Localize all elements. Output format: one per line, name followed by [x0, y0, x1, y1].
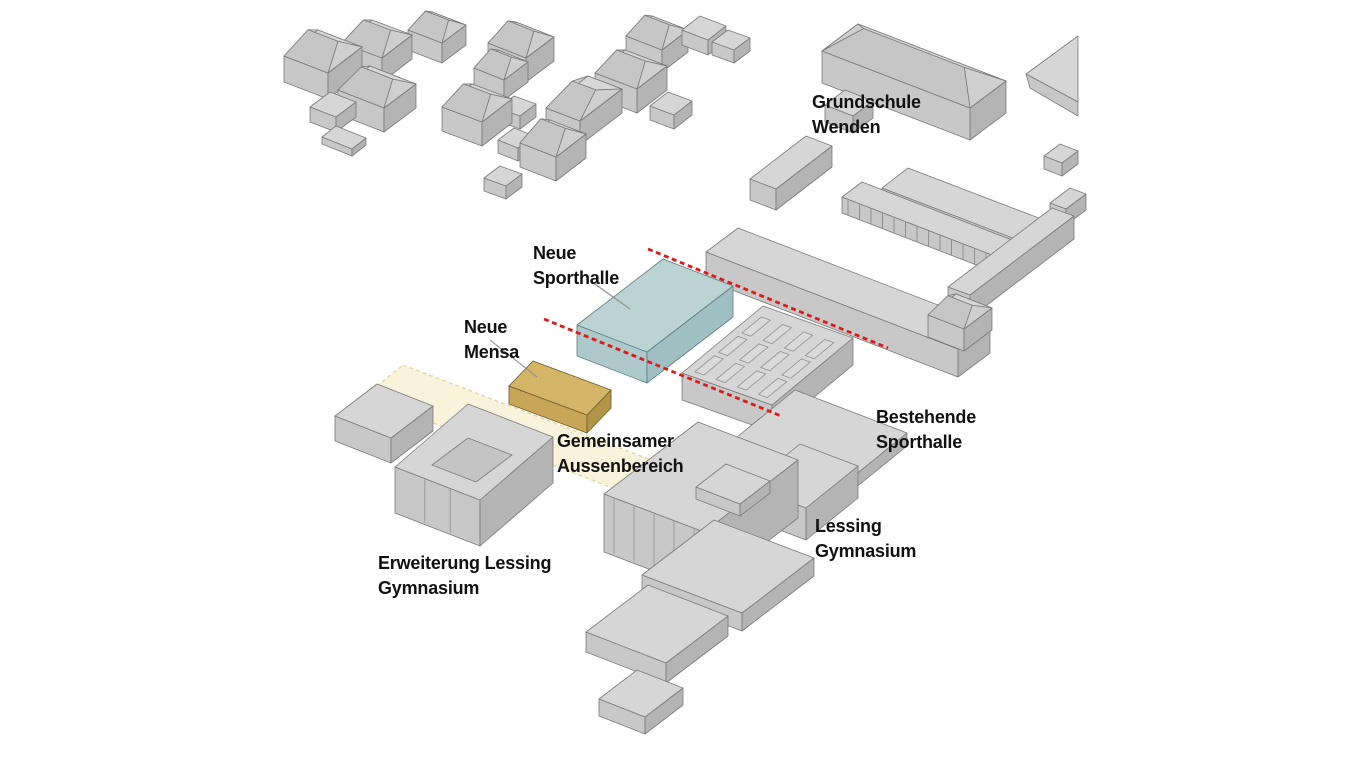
- label-bestehende-sporthalle: Bestehende Sporthalle: [876, 407, 977, 452]
- outbuilding-roof: [497, 127, 535, 149]
- house-roof-front: [594, 49, 646, 90]
- grundschule-annex-roof: [824, 89, 874, 117]
- grundschule-wing-roof: [947, 207, 1075, 296]
- label-leader-line: [591, 281, 631, 310]
- skylight: [739, 343, 769, 364]
- house-roof-front: [487, 20, 535, 59]
- outbuilding-roof: [321, 125, 367, 150]
- outbuilding-roof: [681, 15, 727, 41]
- skylight: [783, 331, 814, 352]
- lessing-terrasse-roof: [641, 519, 815, 614]
- label-neue-sporthalle: Neue Sporthalle: [533, 243, 620, 288]
- grundschule-wing-roof: [1049, 187, 1087, 210]
- grundschule-wing-roof: [749, 135, 833, 190]
- clipped-building-face: [1025, 73, 1079, 117]
- outbuilding-roof: [649, 91, 693, 116]
- grundschule-altbau-roof-front: [821, 28, 971, 109]
- label-lessing-gymnasium: Lessing Gymnasium: [815, 516, 917, 561]
- outbuilding-roof: [309, 91, 357, 118]
- neue-sporthalle-building-roof: [576, 258, 734, 353]
- house-roof-front: [519, 118, 566, 158]
- house-roof-front: [341, 19, 392, 59]
- skylight: [694, 355, 724, 376]
- skylight: [715, 362, 745, 383]
- section-line: [647, 247, 889, 350]
- house-roof-front: [473, 48, 512, 81]
- skylight: [718, 335, 748, 357]
- label-neue-mensa: Neue Mensa: [464, 317, 520, 362]
- grundschule-corner-house-roof-front: [927, 295, 973, 330]
- label-gemeinsamer-aussenbereich: Gemeinsamer Aussenbereich: [557, 431, 684, 476]
- skylight: [758, 377, 788, 399]
- erweiterung-building-roof: [334, 383, 434, 439]
- house-roof-front: [441, 83, 492, 123]
- skylight: [760, 350, 790, 372]
- outbuilding-roof: [483, 165, 523, 187]
- label-grundschule-wenden: Grundschule Wenden: [812, 92, 921, 137]
- erweiterung-courtyard: [431, 437, 513, 483]
- lessing-annex-roof: [585, 584, 729, 664]
- house-roof-front: [407, 10, 449, 44]
- skylight: [781, 358, 811, 379]
- lessing-dachaufbau-roof: [695, 463, 771, 505]
- label-leader-line: [489, 339, 538, 378]
- house-roof-front: [625, 14, 670, 51]
- skylight: [741, 316, 771, 337]
- house-roof-front: [283, 29, 339, 74]
- skylight: [736, 370, 767, 391]
- lessing-solitaer-roof: [598, 669, 684, 718]
- grundschule-wing-roof: [1043, 143, 1079, 164]
- house-roof-front: [545, 80, 596, 122]
- house-roof-front: [337, 66, 394, 109]
- label-erweiterung-lessing: Erweiterung Lessing Gymnasium: [378, 553, 552, 598]
- outbuilding-roof: [711, 29, 751, 51]
- skylight: [804, 339, 835, 360]
- skylight: [762, 324, 792, 345]
